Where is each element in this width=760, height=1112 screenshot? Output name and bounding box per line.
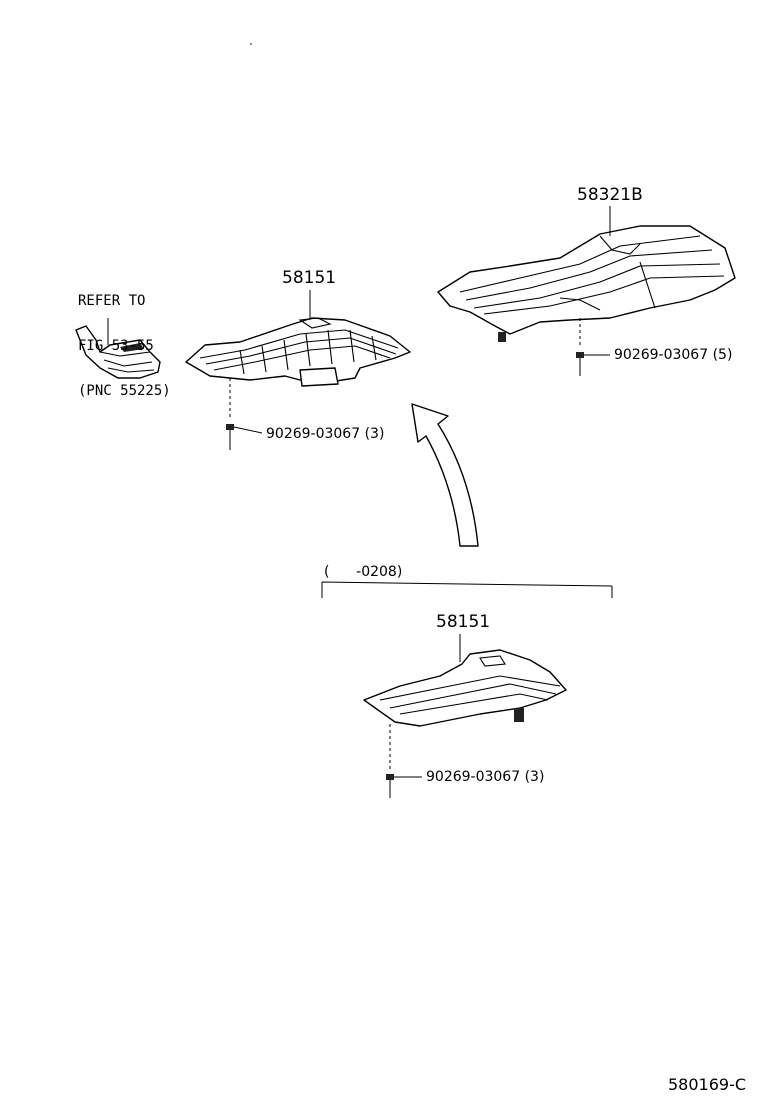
label-58151-top: 58151 xyxy=(282,268,337,288)
label-bolt-right: 90269-03067 (5) xyxy=(614,347,733,363)
shield-58151-top-drawing xyxy=(185,290,411,420)
refer-note-line-1: REFER TO xyxy=(78,293,146,309)
refer-note-line-3: (PNC 55225) xyxy=(78,383,171,399)
figure-code: 580169-C xyxy=(668,1075,747,1094)
date-range-bracket xyxy=(321,581,613,598)
bolt-right-drawing xyxy=(576,352,610,376)
bolt-bottom-drawing xyxy=(386,774,422,798)
bolt-center-drawing xyxy=(226,424,263,450)
stray-dot xyxy=(250,43,252,45)
shield-58321b-drawing xyxy=(437,206,736,348)
date-range-label: ( -0208) xyxy=(324,564,403,580)
label-58321b: 58321B xyxy=(577,185,643,205)
label-bolt-bottom: 90269-03067 (3) xyxy=(426,769,545,785)
shield-58151-bottom-drawing xyxy=(363,634,567,770)
refer-note: REFER TO FIG 53-55 (PNC 55225) xyxy=(78,264,171,429)
direction-arrow-drawing xyxy=(411,403,479,547)
refer-note-line-2: FIG 53-55 xyxy=(78,338,154,354)
reference-part-55225-drawing xyxy=(75,318,161,379)
label-bolt-center: 90269-03067 (3) xyxy=(266,426,385,442)
label-58151-bottom: 58151 xyxy=(436,612,491,632)
